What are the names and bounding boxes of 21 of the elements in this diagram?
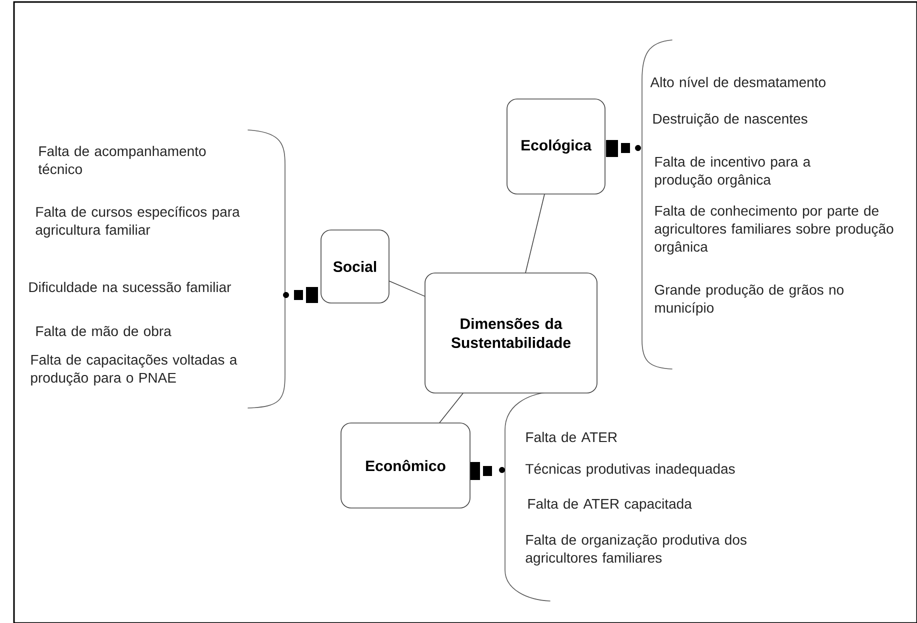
list-item: Técnicas produtivas inadequadas [526, 463, 735, 477]
connector-line [389, 280, 425, 297]
list-item: Falta de incentivo para a produção orgânica [655, 156, 811, 188]
list-item: Falta de cursos específicos para agricultura familiar [36, 206, 240, 238]
list-item: Falta de ATER [526, 432, 617, 442]
list-item: Grande produção de grãos no município [654, 284, 844, 316]
list-item: Falta de acompanhamento técnico [38, 146, 206, 174]
list-item: Destruição de nascentes [653, 113, 808, 127]
list-item: Falta de mão de obra [36, 326, 172, 336]
list-item: Falta de capacitações voltadas a produção para o PNAE [31, 354, 238, 386]
list-item: Alto nível de desmatamento [650, 76, 826, 88]
dimension-box: Social [320, 230, 390, 304]
list-item: Dificuldade na sucessão familiar [29, 282, 232, 292]
connector-line [439, 393, 464, 423]
center-box: Dimensões da Sustentabilidade [424, 272, 598, 394]
list-item: Falta de organização produtiva dos agricultores familiares [526, 534, 746, 566]
dimension-box: Econômico [340, 422, 470, 508]
connector-line [525, 194, 545, 273]
list-item: Falta de conhecimento por parte de agricultores familiares sobre produção orgânica [654, 205, 894, 255]
list-item: Falta de ATER capacitada [528, 498, 692, 512]
dimension-box: Ecológica [506, 98, 606, 194]
